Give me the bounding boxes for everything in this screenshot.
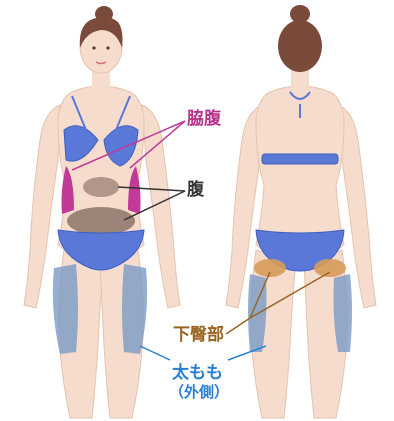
back-figure	[226, 5, 376, 418]
back-hair-bun	[290, 5, 310, 23]
front-left-thigh-highlight	[53, 264, 78, 354]
back-bikini-top	[262, 154, 338, 164]
back-right-hip-highlight	[314, 259, 346, 277]
front-hair-bun	[95, 6, 113, 22]
belly-label: 腹	[187, 182, 204, 199]
front-right-arm	[142, 105, 180, 308]
thigh-leader-line-1	[140, 346, 170, 360]
front-lower-belly-highlight	[67, 207, 135, 235]
front-neck	[92, 70, 110, 94]
front-figure	[24, 6, 180, 418]
flank-label: 脇腹	[187, 111, 221, 128]
front-right-thigh-highlight	[122, 264, 147, 354]
front-upper-belly-highlight	[83, 177, 119, 197]
back-neck	[291, 70, 309, 94]
lower-hip-label: 下臀部	[173, 327, 224, 344]
back-head	[278, 20, 322, 72]
thigh-outer-label: （外側）	[169, 385, 229, 400]
back-left-hip-highlight	[254, 259, 286, 277]
thigh-label: 太もも	[172, 365, 223, 382]
back-right-thigh-highlight	[334, 274, 353, 352]
hip-leader-line-3	[226, 318, 250, 334]
